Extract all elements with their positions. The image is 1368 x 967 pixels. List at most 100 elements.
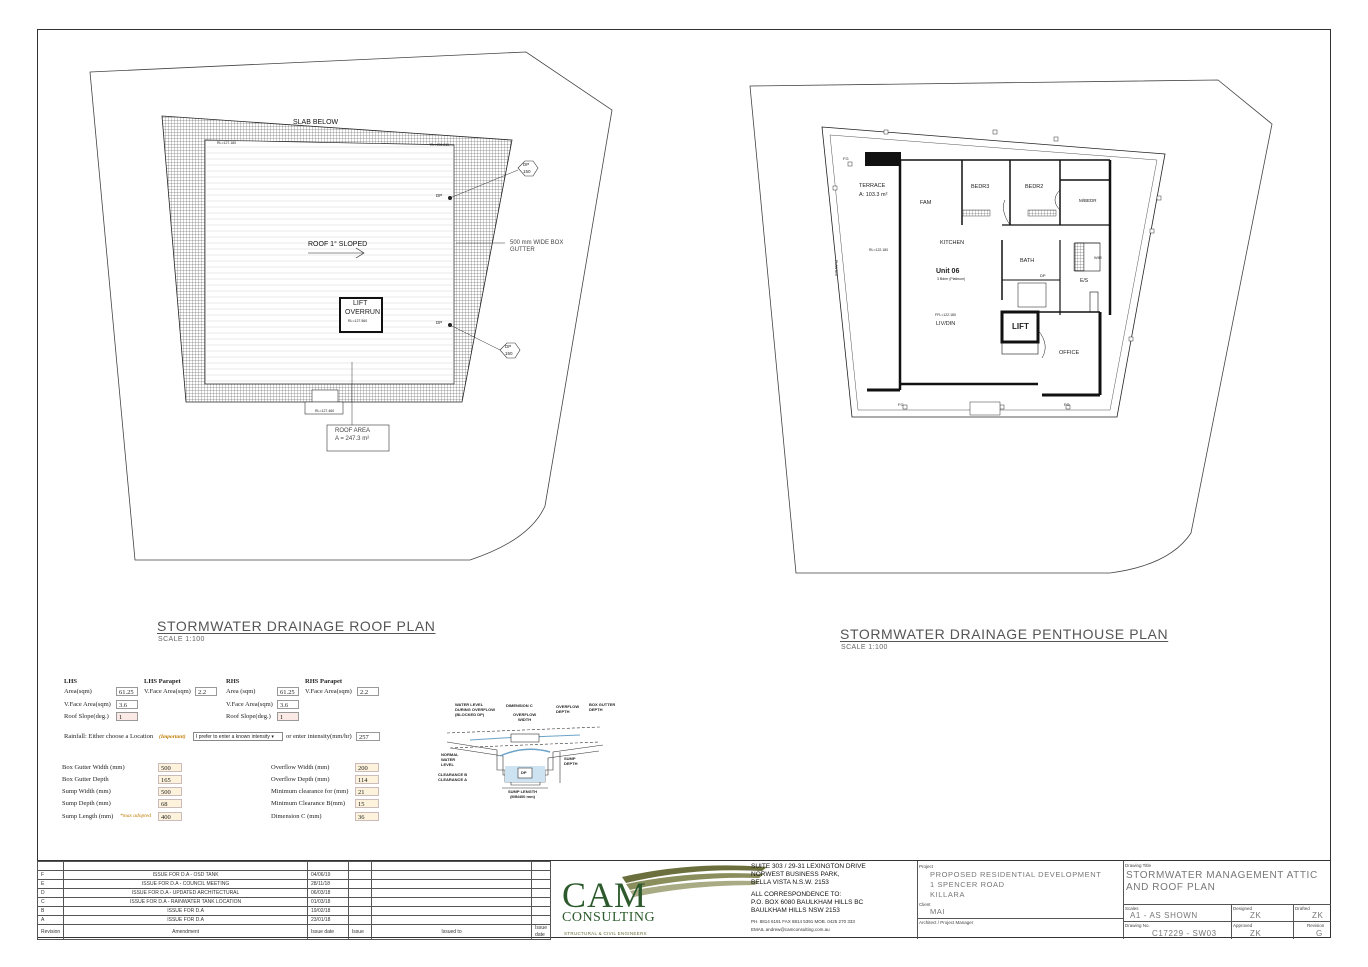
company-email: EMAIL andrew@camconsulting.com.au	[751, 927, 830, 932]
company-correspondence: ALL CORRESPONDENCE TO:P.O. BOX 6080 BAUL…	[751, 891, 864, 914]
row-l0-label: Box Gutter Width (mm)	[62, 764, 125, 771]
rhs-slope-label: Roof Slope(deg.)	[226, 713, 271, 720]
drafted-label: Drafted	[1295, 906, 1310, 911]
lhs-parapet-input[interactable]: 2.2	[195, 687, 217, 696]
lhs-slope-label: Roof Slope(deg.)	[64, 713, 109, 720]
max-adopted-note: *max adopted	[120, 813, 152, 819]
room-bedr2: BEDR2	[1025, 184, 1044, 190]
unit-sub: 3 Bdrm (Platinum)	[937, 277, 966, 281]
penthouse-plan-title: STORMWATER DRAINAGE PENTHOUSE PLAN	[840, 626, 1169, 642]
diag-sump-length: SUMP LENGTH(MIN400 mm)	[508, 789, 538, 799]
project-label: Project	[919, 864, 934, 869]
rainfall-label: Rainfall: Either choose a Location	[64, 733, 154, 740]
slab-below-label: SLAB BELOW	[293, 119, 339, 126]
fg-1: FG	[843, 156, 849, 161]
diag-dim-c: DIMENSION C	[506, 703, 533, 708]
drawing-sheet	[37, 29, 1331, 938]
rhs-vface-input[interactable]: 3.6	[277, 700, 299, 709]
location-select[interactable]: I prefer to enter a known intensity ▾	[193, 732, 283, 741]
row-r2-value[interactable]: 21	[355, 787, 379, 796]
logo-subtext: CONSULTING	[562, 910, 656, 925]
roof-site-boundary	[89, 51, 613, 561]
architect-label: Architect / Project Manager	[919, 920, 974, 925]
row-l2-label: Sump Width (mm)	[62, 788, 111, 795]
dp-size-top: 150	[523, 169, 531, 174]
row-r1-value[interactable]: 114	[355, 775, 379, 784]
rhs-slope-input[interactable]: 1	[277, 712, 299, 721]
rhs-area-label: Area (sqm)	[226, 688, 256, 695]
room-lift: LIFT	[1012, 322, 1029, 331]
lhs-area-input[interactable]: 61.25	[116, 687, 138, 696]
drawing-no-label: Drawing No.	[1125, 923, 1150, 928]
row-l0-value[interactable]: 500	[158, 763, 182, 772]
row-r4-value[interactable]: 36	[355, 812, 379, 821]
box-gutter-label-2: GUTTER	[510, 247, 535, 253]
rl-terrace: RL=122.180	[869, 248, 889, 252]
row-l2-value[interactable]: 500	[158, 787, 182, 796]
row-l4-label: Sump Length (mm)	[62, 813, 114, 820]
lhs-slope-input[interactable]: 1	[116, 712, 138, 721]
room-es: E/S	[1080, 278, 1089, 284]
intensity-input[interactable]: 257	[356, 732, 380, 741]
rhs-parapet-input[interactable]: 2.2	[357, 687, 379, 696]
lhs-heading: LHS	[64, 678, 78, 685]
row-l3-value[interactable]: 68	[158, 799, 182, 808]
designed-value: ZK	[1250, 911, 1262, 920]
lhs-vface-input[interactable]: 3.6	[116, 700, 138, 709]
terrace-area: A: 103.3 m²	[859, 192, 888, 198]
rhs-area-input[interactable]: 61.25	[277, 687, 299, 696]
row-l1-value[interactable]: 165	[158, 775, 182, 784]
revision-label: Revision	[1307, 923, 1325, 928]
row-r2-label: Minimum clearance for (mm)	[271, 788, 349, 795]
scales-value: A1 - AS SHOWN	[1130, 911, 1198, 920]
lift-rl: RL=127.560	[348, 319, 368, 323]
rhs-parapet-heading: RHS Parapet	[305, 678, 343, 685]
penthouse-slab	[821, 126, 1166, 418]
lift-overrun	[339, 297, 383, 333]
row-r0-label: Overflow Width (mm)	[271, 764, 330, 771]
sump-diagram	[446, 726, 604, 789]
room-bedr3: BEDR3	[971, 184, 990, 190]
rhs-vface-label: V.Face Area(sqm)	[226, 701, 273, 708]
lhs-parapet-label: V.Face Area(sqm)	[144, 688, 191, 695]
room-fam: FAM	[920, 200, 932, 206]
rhs-parapet-label: V.Face Area(sqm)	[305, 688, 352, 695]
rl-top-right: RL=126.810	[430, 143, 450, 147]
logo-tagline: STRUCTURAL & CIVIL ENGINEERS	[564, 931, 647, 936]
scales-label: Scales	[1125, 906, 1139, 911]
row-l1-label: Box Gutter Depth	[62, 776, 109, 783]
room-mbedr: M/BEDR	[1079, 198, 1097, 203]
box-gutter-label-1: 500 mm WIDE BOX	[510, 240, 564, 246]
room-kitchen: KITCHEN	[940, 240, 965, 246]
lhs-parapet-heading: LHS Parapet	[144, 678, 181, 685]
terrace-label: TERRACE	[859, 183, 886, 189]
dp-marker-top	[517, 160, 539, 177]
rl-bottom: RL=127.460	[315, 409, 335, 413]
row-l4-value[interactable]: 400	[158, 812, 182, 821]
approved-value: ZK	[1250, 929, 1262, 938]
row-r3-label: Minimum Clearance B(mm)	[271, 800, 346, 807]
rhs-heading: RHS	[226, 678, 240, 685]
penthouse-walls	[865, 152, 1112, 397]
row-r3-value[interactable]: 15	[355, 799, 379, 808]
roof-area-label: ROOF AREA	[335, 428, 371, 434]
designed-label: Designed	[1233, 906, 1253, 911]
overrun-label: OVERRUN	[345, 309, 381, 316]
client-name: MAI	[930, 907, 946, 916]
diag-dp: DP	[521, 770, 527, 775]
row-r0-value[interactable]: 200	[355, 763, 379, 772]
